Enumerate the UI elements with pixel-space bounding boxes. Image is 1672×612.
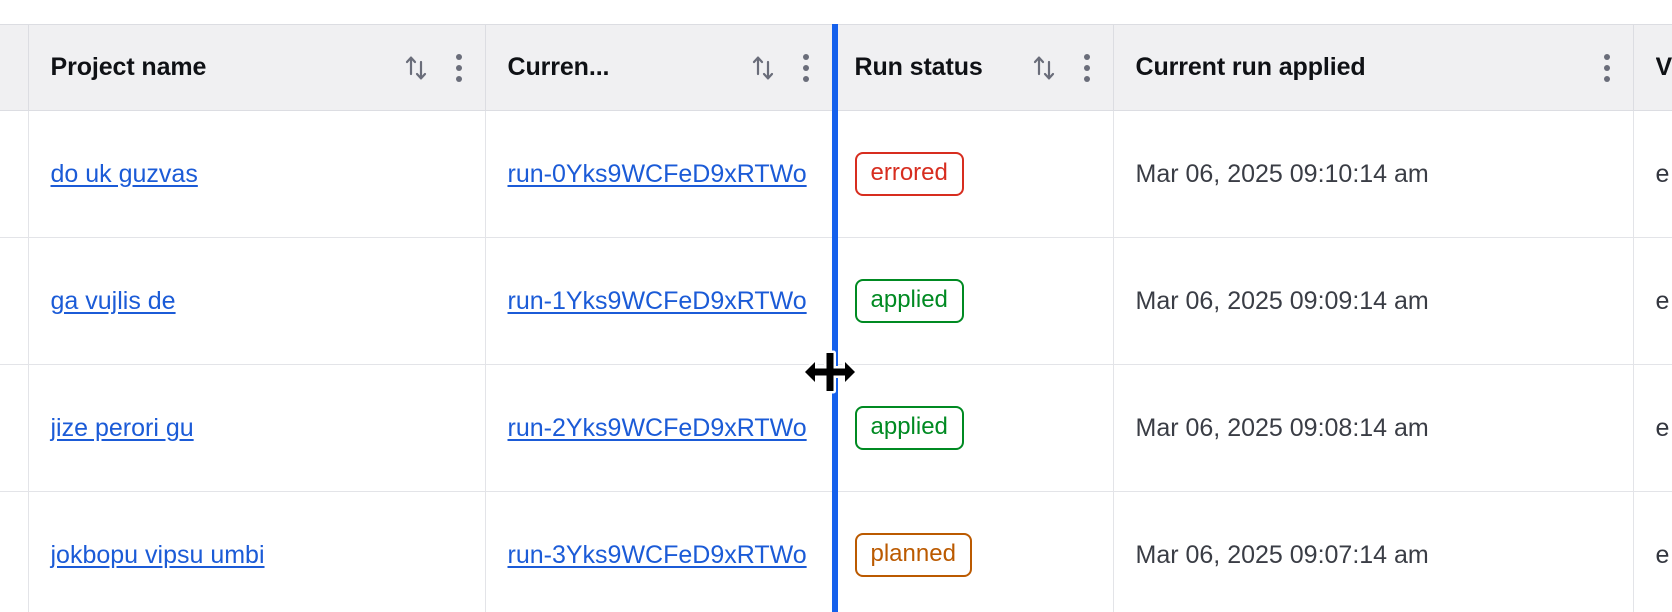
- current-run-link[interactable]: run-3Yks9WCFeD9xRTWo: [507, 540, 807, 569]
- sort-icon[interactable]: [403, 53, 429, 83]
- cell-partial: e: [1633, 237, 1672, 365]
- table-header-row: Project name: [0, 24, 1672, 111]
- column-menu-icon[interactable]: [1083, 53, 1091, 83]
- cell-project-name: jokbopu vipsu umbi: [28, 491, 486, 612]
- table-body: do uk guzvas run-0Yks9WCFeD9xRTWo errore…: [0, 110, 1672, 612]
- project-name-link[interactable]: do uk guzvas: [50, 159, 198, 188]
- column-header-select[interactable]: [0, 24, 29, 111]
- data-table-viewport[interactable]: Project name: [0, 24, 1672, 612]
- current-run-link[interactable]: run-0Yks9WCFeD9xRTWo: [507, 159, 807, 188]
- column-menu-icon[interactable]: [802, 53, 810, 83]
- projects-table: Project name: [0, 24, 1672, 612]
- cell-run-status: errored: [832, 110, 1114, 238]
- current-run-link[interactable]: run-2Yks9WCFeD9xRTWo: [507, 413, 807, 442]
- column-header-current-run-applied[interactable]: Current run applied: [1113, 24, 1634, 111]
- table-row[interactable]: jokbopu vipsu umbi run-3Yks9WCFeD9xRTWo …: [0, 491, 1672, 612]
- cell-partial: e: [1633, 491, 1672, 612]
- cell-current-run: run-1Yks9WCFeD9xRTWo: [485, 237, 833, 365]
- cell-current-run: run-0Yks9WCFeD9xRTWo: [485, 110, 833, 238]
- column-menu-icon[interactable]: [455, 53, 463, 83]
- column-header-run-status-label: Run status: [854, 53, 983, 81]
- row-select-cell[interactable]: [0, 364, 29, 492]
- cell-current-run-applied: Mar 06, 2025 09:09:14 am: [1113, 237, 1634, 365]
- cell-current-run-applied: Mar 06, 2025 09:10:14 am: [1113, 110, 1634, 238]
- cell-run-status: planned: [832, 491, 1114, 612]
- cell-run-status: applied: [832, 237, 1114, 365]
- table-row[interactable]: do uk guzvas run-0Yks9WCFeD9xRTWo errore…: [0, 110, 1672, 238]
- sort-icon[interactable]: [750, 53, 776, 83]
- project-name-link[interactable]: ga vujlis de: [50, 286, 176, 315]
- row-select-cell[interactable]: [0, 491, 29, 612]
- column-header-partial-label: V: [1655, 53, 1672, 81]
- row-select-cell[interactable]: [0, 237, 29, 365]
- status-badge: applied: [854, 406, 964, 450]
- status-badge: applied: [854, 279, 964, 323]
- cell-partial: e: [1633, 110, 1672, 238]
- status-badge: planned: [854, 533, 972, 577]
- project-name-link[interactable]: jokbopu vipsu umbi: [50, 540, 265, 569]
- cell-project-name: jize perori gu: [28, 364, 486, 492]
- project-name-link[interactable]: jize perori gu: [50, 413, 194, 442]
- cell-project-name: ga vujlis de: [28, 237, 486, 365]
- column-header-run-status[interactable]: Run status: [832, 24, 1114, 111]
- table-row[interactable]: jize perori gu run-2Yks9WCFeD9xRTWo appl…: [0, 364, 1672, 492]
- column-header-current-run[interactable]: Curren...: [485, 24, 833, 111]
- column-header-partial[interactable]: V: [1633, 24, 1672, 111]
- sort-icon[interactable]: [1031, 53, 1057, 83]
- status-badge: errored: [854, 152, 964, 196]
- current-run-link[interactable]: run-1Yks9WCFeD9xRTWo: [507, 286, 807, 315]
- cell-partial: e: [1633, 364, 1672, 492]
- cell-current-run-applied: Mar 06, 2025 09:08:14 am: [1113, 364, 1634, 492]
- cell-current-run: run-2Yks9WCFeD9xRTWo: [485, 364, 833, 492]
- table-row[interactable]: ga vujlis de run-1Yks9WCFeD9xRTWo applie…: [0, 237, 1672, 365]
- column-header-current-run-applied-label: Current run applied: [1135, 53, 1366, 81]
- top-gutter: [0, 0, 1672, 24]
- cell-run-status: applied: [832, 364, 1114, 492]
- table-header: Project name: [0, 24, 1672, 111]
- column-header-project-name[interactable]: Project name: [28, 24, 486, 111]
- row-select-cell[interactable]: [0, 110, 29, 238]
- column-menu-icon[interactable]: [1603, 53, 1611, 83]
- column-header-current-run-label: Curren...: [507, 53, 610, 81]
- cell-project-name: do uk guzvas: [28, 110, 486, 238]
- cell-current-run-applied: Mar 06, 2025 09:07:14 am: [1113, 491, 1634, 612]
- cell-current-run: run-3Yks9WCFeD9xRTWo: [485, 491, 833, 612]
- column-header-project-name-label: Project name: [50, 53, 207, 81]
